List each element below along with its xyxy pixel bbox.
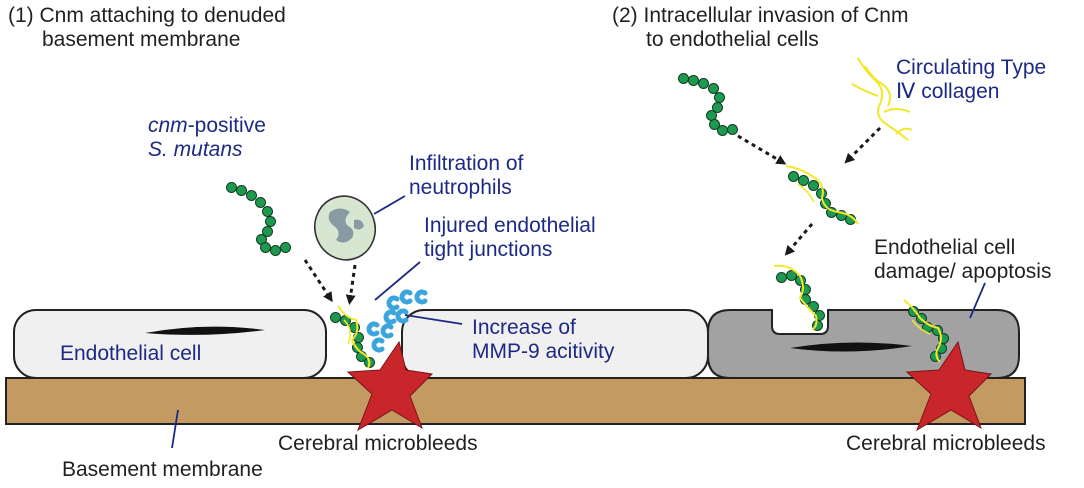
- arrow-neutrophil-to-junction: [345, 264, 357, 305]
- microbleeds-left-label: Cerebral microbleeds: [278, 432, 478, 455]
- panel2-title-line1: (2) Intracellular invasion of Cnm: [612, 4, 909, 27]
- mmp9-molecules: [366, 289, 428, 353]
- panel2-title: (2) Intracellular invasion of Cnm to end…: [612, 4, 908, 52]
- neutrophil: [314, 195, 376, 261]
- basement-membrane-label: Basement membrane: [62, 458, 263, 481]
- nucleus-left: [145, 326, 265, 335]
- type-iv-collagen: [851, 57, 913, 141]
- bacteria-inside-cell: [903, 299, 949, 363]
- circulating-line2: Ⅳ collagen: [896, 80, 1000, 103]
- panel1-title-line1: (1) Cnm attaching to denuded: [8, 4, 286, 27]
- bacteria-invading-cell: [773, 264, 825, 331]
- s-mutans-text: S. mutans: [148, 138, 243, 161]
- cnm-positive-label: cnm-positive S. mutans: [148, 114, 266, 162]
- basement-membrane: [5, 377, 1026, 425]
- leader-damage: [969, 282, 986, 319]
- nucleus-damaged: [790, 342, 912, 352]
- microbleed-left: [346, 340, 434, 432]
- injured-label: Injured endothelial tight junctions: [424, 214, 596, 262]
- endothelial-cell-left: [13, 309, 327, 379]
- cnm-italic-text: cnm: [148, 114, 188, 137]
- infiltration-label: Infiltration of neutrophils: [409, 152, 523, 200]
- arrow-bacteria-to-collagen: [737, 134, 787, 165]
- arrow-collagen-to-bacteria: [844, 126, 882, 164]
- arrow-complex-to-cell: [784, 223, 814, 256]
- endothelial-cell-label: Endothelial cell: [60, 342, 202, 365]
- bacteria-collagen-complex-middle: [785, 165, 859, 225]
- damage-label: Endothelial cell damage/ apoptosis: [874, 236, 1051, 284]
- leader-basement: [171, 409, 179, 449]
- microbleeds-right-label: Cerebral microbleeds: [846, 432, 1046, 455]
- injured-line2: tight junctions: [424, 238, 553, 261]
- arrow-bacteria-to-junction: [303, 259, 333, 303]
- bacteria-at-junction: [330, 305, 375, 369]
- injured-line1: Injured endothelial: [424, 214, 596, 237]
- infiltration-line2: neutrophils: [409, 176, 512, 199]
- panel1-title-line2: basement membrane: [42, 28, 241, 51]
- circulating-collagen-label: Circulating Type Ⅳ collagen: [896, 56, 1046, 104]
- damage-line1: Endothelial cell: [874, 236, 1016, 259]
- bacteria-chain-right: [678, 73, 738, 136]
- mmp9-line2: MMP-9 acitivity: [472, 340, 615, 363]
- infiltration-line1: Infiltration of: [409, 152, 524, 175]
- cnm-rest-text: -positive: [187, 114, 266, 137]
- circulating-line1: Circulating Type: [896, 56, 1047, 79]
- panel1-title: (1) Cnm attaching to denuded basement me…: [8, 4, 286, 52]
- panel2-title-line2: to endothelial cells: [646, 28, 819, 51]
- leader-infiltration: [373, 195, 406, 215]
- damage-line2: damage/ apoptosis: [874, 260, 1052, 283]
- leader-mmp9: [404, 314, 463, 325]
- leader-injured: [374, 261, 421, 301]
- mmp9-label: Increase of MMP-9 acitivity: [472, 316, 614, 364]
- microbleed-right: [905, 340, 993, 432]
- mmp9-line1: Increase of: [472, 316, 576, 339]
- bacteria-chain-left: [226, 182, 291, 256]
